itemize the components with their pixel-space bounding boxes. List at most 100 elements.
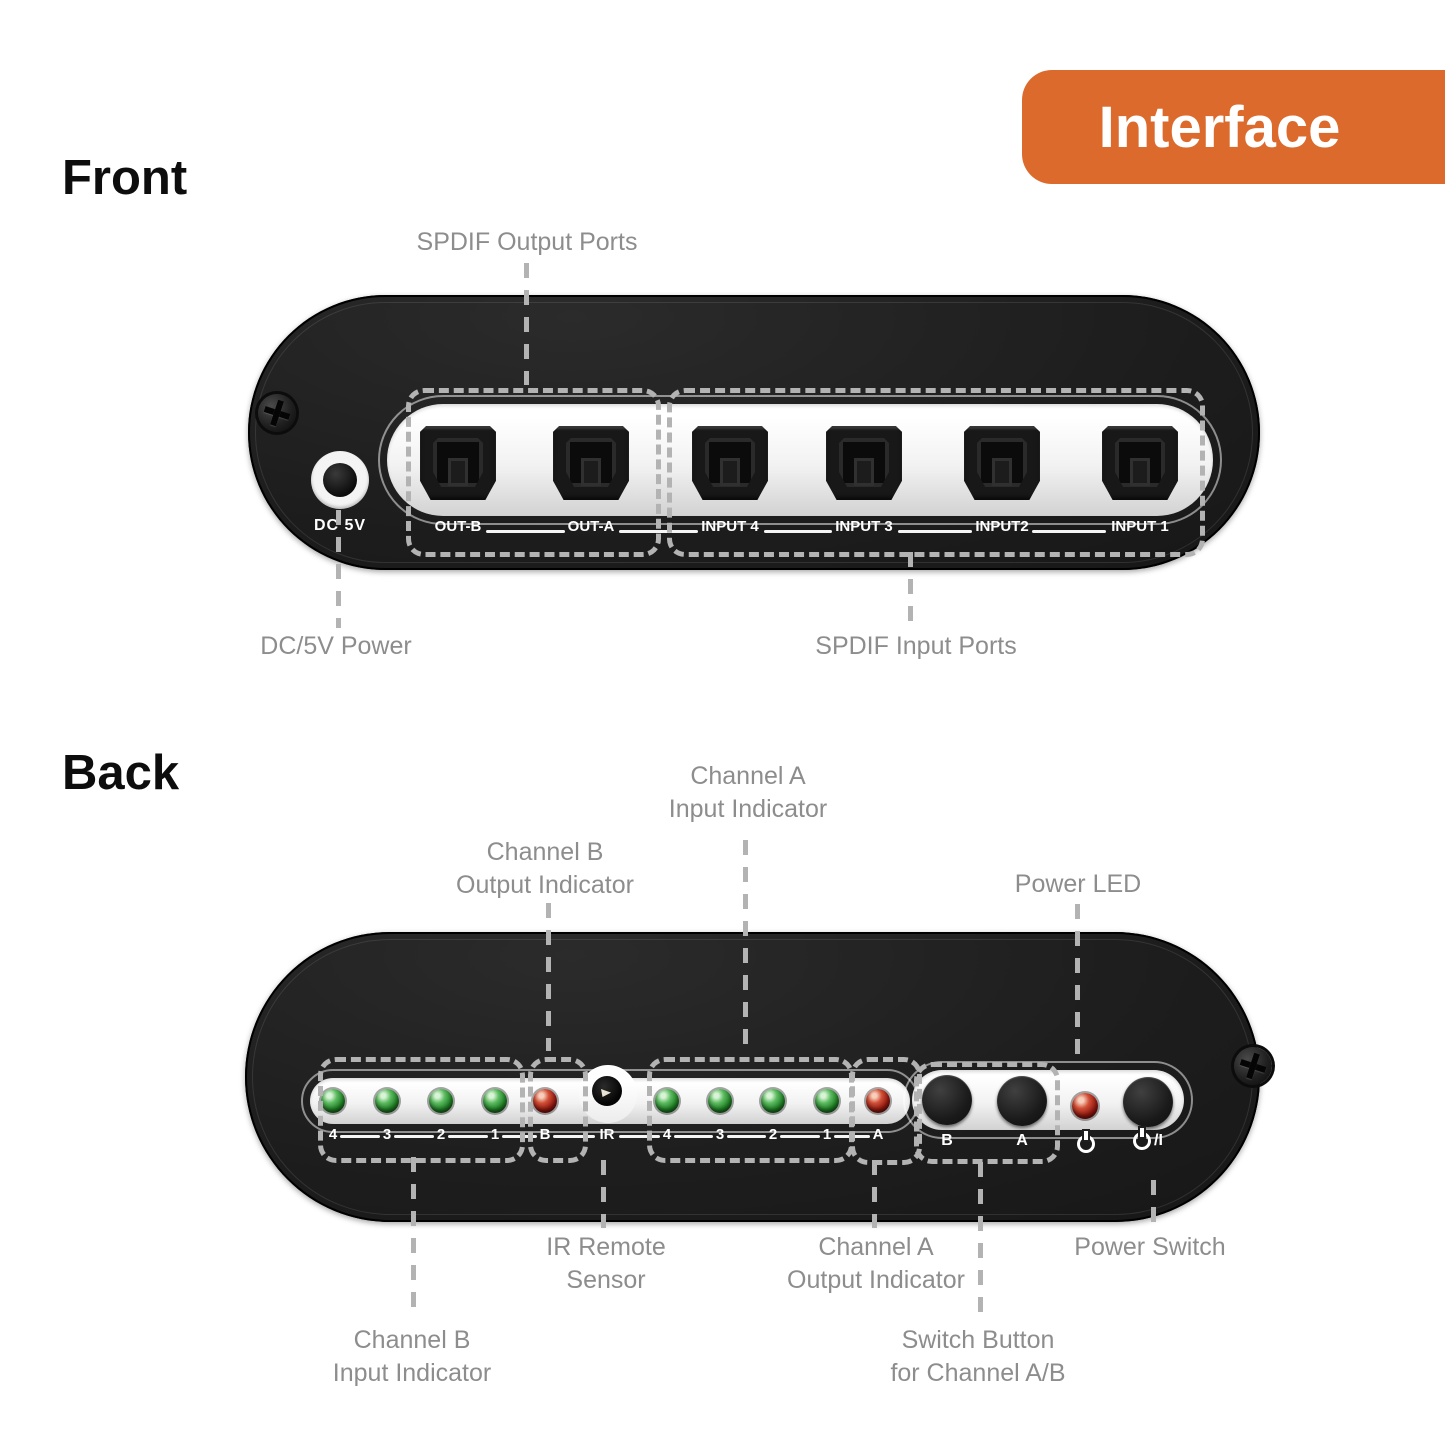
callout-line-dc-power [336,510,341,628]
power-switch-label-suffix: /I [1154,1132,1163,1149]
power-led [1072,1093,1098,1119]
ir-sensor-icon [592,1076,622,1106]
dc-power-jack-pin [323,463,357,497]
screw-icon [1234,1047,1272,1085]
button-label-a: A [1016,1132,1028,1149]
channel-a-output-group-box [850,1057,922,1165]
silk-line [486,530,565,533]
silk-line [898,530,972,533]
callout-line-ir-sensor [601,1160,606,1228]
callout-line2: for Channel A/B [890,1359,1066,1387]
led-label-a1: 1 [822,1126,832,1143]
callout-line2: Input Indicator [332,1359,492,1387]
silk-line [394,1135,434,1138]
callout-line2: Output Indicator [456,871,634,899]
callout-line-power-led [1075,904,1080,1054]
silk-line [502,1135,537,1138]
callout-line-spdif-output [524,263,529,385]
silk-line [1032,530,1106,533]
callout-line2: Output Indicator [787,1266,965,1294]
led-label-b1: 1 [490,1126,500,1143]
callout-channel-b-output: Channel B Output Indicator [385,836,705,902]
power-symbol-icon [1077,1135,1095,1153]
led-label-a3: 3 [715,1126,725,1143]
silk-line [727,1135,766,1138]
led-label-b4: 4 [328,1126,338,1143]
channel-b-switch-button [922,1075,972,1125]
port-label-input-1: INPUT 1 [1111,518,1169,535]
callout-dc-power: DC/5V Power [260,632,412,660]
button-label-b: B [941,1132,953,1149]
callout-spdif-output-ports: SPDIF Output Ports [416,228,638,256]
power-switch-label: /I [1133,1132,1163,1150]
silk-line [780,1135,820,1138]
led-channel-b-input-1 [483,1089,507,1113]
callout-line-spdif-input [908,552,913,628]
led-label-a: A [872,1126,884,1143]
callout-channel-b-input: Channel B Input Indicator [252,1324,572,1390]
switch-buttons-group-box [914,1062,1060,1164]
led-channel-b-input-4 [321,1089,345,1113]
callout-switch-button: Switch Button for Channel A/B [818,1324,1138,1390]
port-label-input-2: INPUT2 [975,518,1029,535]
led-label-a4: 4 [662,1126,672,1143]
screw-icon [258,394,296,432]
callout-line-power-switch [1151,1180,1156,1228]
interface-badge-label: Interface [1098,94,1341,160]
callout-line1: Channel A [690,762,806,790]
callout-line2: Sensor [566,1266,646,1294]
dc-power-jack [311,451,369,509]
led-label-b: B [539,1126,551,1143]
callout-line-channel-a-output [872,1160,877,1228]
led-channel-b-input-2 [429,1089,453,1113]
channel-a-switch-button [997,1076,1047,1126]
led-channel-a-input-4 [655,1089,679,1113]
silk-line [764,530,832,533]
led-channel-b-output [533,1089,557,1113]
channel-b-output-group-box [528,1057,588,1163]
port-label-input-4: INPUT 4 [701,518,759,535]
led-label-b3: 3 [382,1126,392,1143]
power-symbol-icon [1133,1132,1151,1150]
front-section-heading: Front [62,151,188,205]
callout-line1: Channel A [818,1233,934,1261]
port-label-out-b: OUT-B [434,518,482,535]
callout-line2: Input Indicator [668,795,828,823]
ir-label: IR [599,1126,615,1143]
silk-line [553,1135,595,1138]
port-label-input-3: INPUT 3 [835,518,893,535]
callout-power-switch: Power Switch [1074,1233,1226,1261]
silk-line [674,1135,713,1138]
power-switch-button [1123,1077,1173,1127]
callout-channel-a-input: Channel A Input Indicator [588,760,908,826]
led-channel-a-input-2 [761,1089,785,1113]
callout-spdif-input-ports: SPDIF Input Ports [815,632,1017,660]
silk-line [340,1135,380,1138]
led-label-a2: 2 [768,1126,778,1143]
callout-line1: Switch Button [901,1326,1055,1354]
callout-line-channel-b-output [546,903,551,1051]
led-channel-b-input-3 [375,1089,399,1113]
callout-line-switch-button [978,1162,983,1322]
interface-badge: Interface [1022,70,1445,184]
led-channel-a-input-1 [815,1089,839,1113]
channel-a-input-group-box [647,1057,854,1163]
callout-line1: Channel B [353,1326,471,1354]
callout-line-channel-a-input [743,840,748,1052]
callout-line1: IR Remote [546,1233,666,1261]
callout-line1: Channel B [486,838,604,866]
toslink-port-input-3 [826,426,902,500]
toslink-port-input-4 [692,426,768,500]
input-ports-group-box [667,388,1205,557]
silk-line [448,1135,488,1138]
back-section-heading: Back [62,746,180,800]
toslink-port-input-1 [1102,426,1178,500]
led-channel-a-input-3 [708,1089,732,1113]
callout-line-channel-b-input [411,1157,416,1317]
channel-b-input-group-box [318,1057,525,1163]
led-channel-a-output [866,1089,890,1113]
callout-channel-a-output: Channel A Output Indicator [716,1231,1036,1297]
output-ports-group-box [406,388,661,557]
silk-line [619,1135,660,1138]
